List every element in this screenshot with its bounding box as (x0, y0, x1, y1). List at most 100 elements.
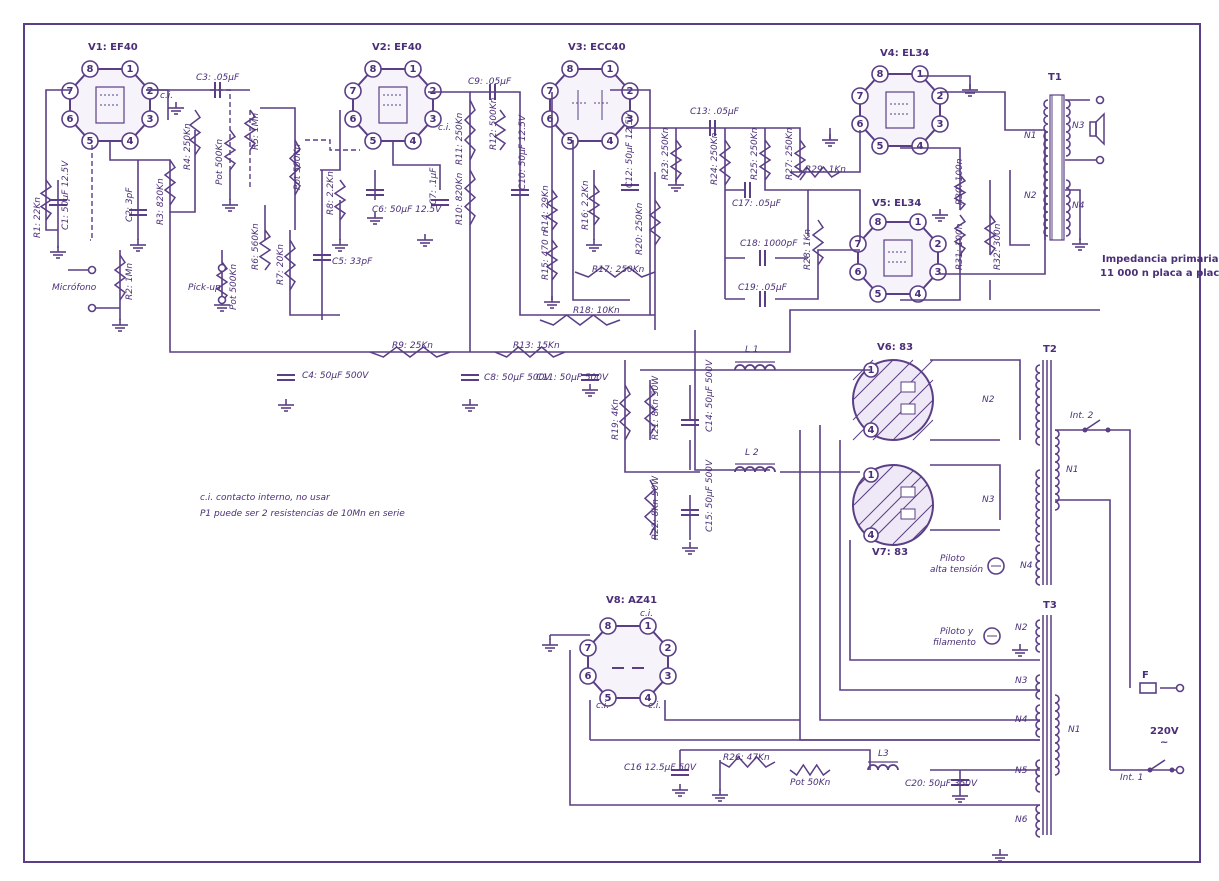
tube-pin: 2 (929, 235, 947, 253)
tube-pin-number: 8 (567, 64, 574, 75)
label-r2: R2: 1Mn (125, 263, 135, 300)
tube-pin: 5 (599, 689, 617, 707)
label-c17: C17: .05µF (732, 199, 782, 209)
tube-pin: 1 (863, 467, 879, 483)
tube-pin-number: 4 (127, 136, 134, 147)
label-t3-n6: N6 (1015, 815, 1028, 825)
label-r32: R32: 300n (993, 223, 1003, 270)
tube-pin-number: 1 (917, 69, 924, 80)
tube-pin-number: 7 (350, 86, 357, 97)
ground-symbol (222, 199, 238, 212)
tube-pin-number: 8 (87, 64, 94, 75)
tube-pin-number: 8 (370, 64, 377, 75)
tube-pin: 8 (869, 213, 887, 231)
tube-pin-number: 7 (547, 86, 554, 97)
tube-pin: 2 (424, 82, 442, 100)
resistor-symbol (574, 266, 656, 278)
switch-int2-icon (1082, 419, 1111, 433)
resistor-symbol (215, 261, 229, 303)
label-t2-n3: N3 (982, 495, 995, 505)
label-r4: R4: 250Kn (183, 123, 193, 170)
resistor-symbol (333, 179, 347, 221)
tube-pin: 1 (909, 213, 927, 231)
capacitor-symbol (671, 769, 689, 776)
tube-pin: 5 (871, 137, 889, 155)
capacitor-symbol (621, 184, 639, 191)
capacitor-symbol (489, 84, 496, 100)
transformer-winding (1035, 674, 1041, 700)
label-pilot-hv-1: Piloto (940, 554, 965, 564)
transformer-winding (1054, 694, 1060, 776)
tube-pin: 6 (849, 263, 867, 281)
capacitor-symbol (759, 291, 766, 307)
resistor-symbol (258, 229, 272, 271)
ground-symbol (130, 239, 146, 252)
tube-pin: 3 (621, 110, 639, 128)
capacitor-symbol (681, 419, 699, 426)
transformer-winding (1065, 179, 1071, 237)
resistor-symbol (811, 219, 825, 266)
capacitor-symbol (313, 254, 331, 261)
label-r15: R15: 470 n (541, 230, 551, 280)
tube-pin-number: 4 (645, 693, 652, 704)
tube-pin: 4 (404, 132, 422, 150)
label-t2-n2: N2 (982, 395, 995, 405)
switch-int1-icon (1147, 759, 1175, 773)
ground-symbol (332, 239, 348, 252)
tube-pin-number: 7 (67, 86, 74, 97)
tube-pin-number: 8 (605, 621, 612, 632)
label-t1: T1 (1048, 72, 1062, 83)
label-c20: C20: 50µF 350V (905, 779, 978, 789)
resistor-symbol (643, 384, 657, 436)
tube-v8 (587, 625, 669, 699)
tube-pin-number: 5 (877, 141, 884, 152)
label-r3: R3: 820Kn (156, 178, 166, 225)
label-t3-n1: N1 (1068, 725, 1080, 735)
label-mains-voltage: 220V (1150, 726, 1179, 737)
resistors (39, 99, 997, 777)
label-r11: R11: 250Kn (455, 112, 465, 165)
tube-v3 (549, 68, 631, 142)
tube-pin-number: 4 (868, 425, 875, 436)
tube-pin-number: 3 (937, 119, 944, 130)
label-c7: C7: .1µF (429, 167, 439, 205)
label-r24: R24: 250Kn (710, 132, 720, 185)
label-c16: C16 12.5µF 50V (624, 763, 697, 773)
label-pot500c: Pot 500Kn (229, 264, 239, 310)
tube-pin-number: 8 (877, 69, 884, 80)
tube-pin-number: 7 (585, 643, 592, 654)
label-r16: R16: 2.2Kn (581, 180, 591, 230)
ground-symbols (50, 84, 1088, 862)
ground-symbol (932, 209, 948, 222)
tube-pin-number: 4 (410, 136, 417, 147)
resistor-symbol (539, 314, 621, 326)
tube-pin: 7 (541, 82, 559, 100)
label-ci-v8a: c.i. (596, 701, 609, 711)
tube-pin-number: 1 (410, 64, 417, 75)
tube-pin-number: 5 (370, 136, 377, 147)
resistor-symbol (789, 763, 831, 777)
tube-v1 (69, 68, 151, 142)
label-r6: R6: 560Kn (251, 223, 261, 270)
ground-symbol (962, 84, 978, 97)
ground-symbol (822, 134, 838, 147)
ground-symbol (50, 246, 66, 259)
resistor-symbol (953, 174, 967, 211)
pilot-lamp-high-voltage-icon (987, 557, 1005, 575)
capacitor-symbol (49, 199, 67, 206)
tube-pin: 8 (871, 65, 889, 83)
label-r1: R1: 22Kn (33, 197, 43, 238)
ground-symbol (582, 384, 598, 397)
resistor-symbol (494, 346, 566, 358)
tube-pin: 7 (851, 87, 869, 105)
label-note-p1: P1 puede ser 2 resistencias de 10Mn en s… (200, 509, 405, 519)
ground-symbol (586, 239, 602, 252)
label-c1: C1: 50µF 12.5V (61, 160, 71, 230)
ground-symbol (462, 399, 478, 412)
tube-v2-label: V2: EF40 (372, 42, 422, 53)
label-microfono: Micrófono (52, 282, 97, 293)
resistor-symbol (983, 214, 997, 256)
capacitor-symbol (277, 374, 295, 381)
label-pickup: Pick-up (188, 283, 221, 293)
